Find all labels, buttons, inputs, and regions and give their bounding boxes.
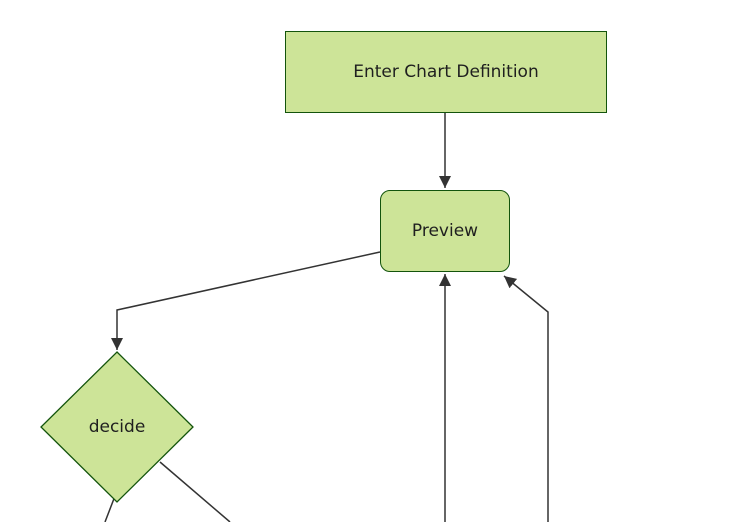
- node-decide: decide: [41, 352, 193, 502]
- node-decide-label: decide: [88, 417, 146, 437]
- node-preview-label: Preview: [411, 220, 479, 241]
- edge-preview-to-decide: [111, 251, 381, 350]
- edge-decide-to-offscreen-1: [104, 495, 116, 522]
- edge-decide-to-offscreen-2: [159, 461, 231, 522]
- node-enter-chart-definition: Enter Chart Definition: [285, 31, 607, 113]
- decide-diamond-shape: [40, 351, 194, 503]
- edge-offscreen-to-preview-2: [503, 275, 549, 522]
- node-enter-chart-definition-label: Enter Chart Definition: [353, 61, 539, 82]
- node-preview: Preview: [380, 190, 510, 272]
